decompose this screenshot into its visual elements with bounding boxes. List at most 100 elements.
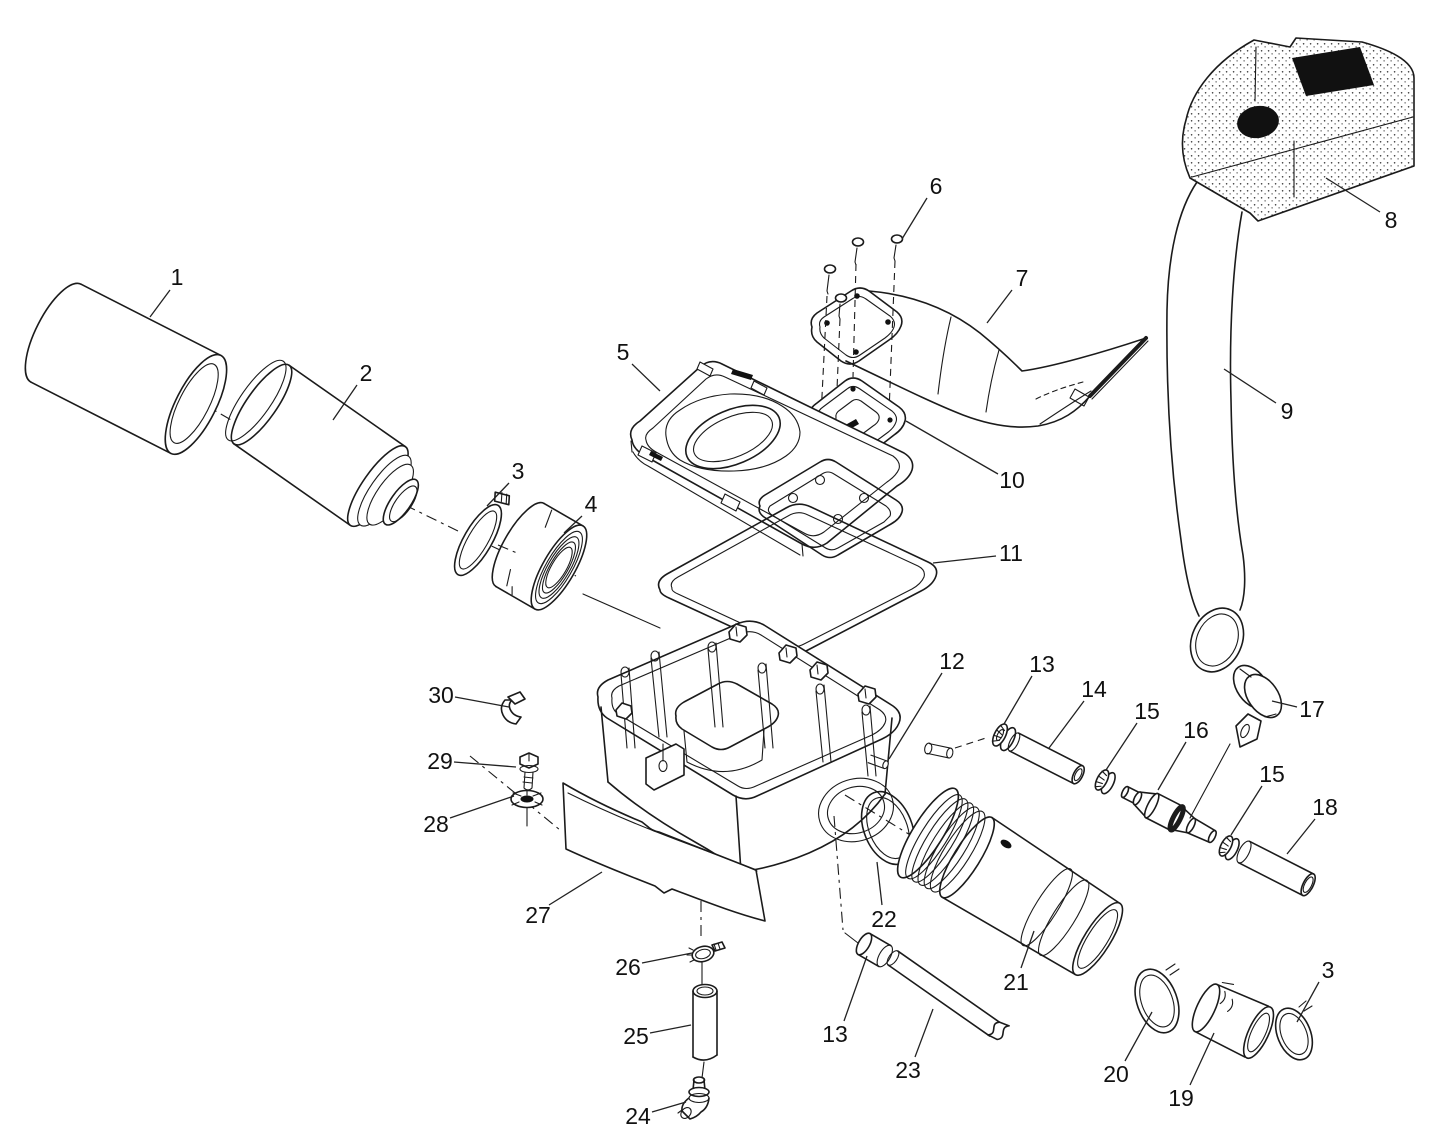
callout-label-19-24: 19	[1168, 1085, 1194, 1111]
part-17-cushion-clamp	[1189, 664, 1283, 819]
callout-leader-28-30	[449, 795, 515, 819]
vent-nipple-icon	[924, 742, 954, 759]
part-19-coupling-sleeve	[1191, 981, 1275, 1060]
callout-label-18-18: 18	[1312, 794, 1338, 820]
callout-label-5-4: 5	[617, 339, 630, 365]
callout-label-16-15: 16	[1183, 717, 1209, 743]
callout-leader-7-6	[986, 289, 1013, 324]
part-28-washer	[510, 789, 544, 827]
callout-leader-22-19	[876, 861, 883, 906]
callout-leader-26-28	[641, 952, 693, 964]
callout-leader-12-11	[888, 672, 943, 760]
part-18-hose	[1236, 840, 1316, 897]
callout-label-26-28: 26	[615, 954, 641, 980]
callout-label-3-25: 3	[1322, 957, 1335, 983]
callout-label-9-8: 9	[1281, 398, 1294, 424]
callout-leader-17-16	[1271, 700, 1298, 708]
part-15-clamp-a	[1094, 769, 1116, 795]
callout-label-8-7: 8	[1385, 207, 1398, 233]
callout-leader-19-24	[1189, 1032, 1215, 1086]
callout-leader-1-0	[149, 289, 171, 318]
callout-leader-3-2	[486, 482, 510, 507]
callout-leader-24-26	[651, 1101, 687, 1113]
callout-leader-16-15	[1157, 741, 1187, 791]
screw-icon	[823, 234, 904, 320]
part-5-airbox-cover	[629, 360, 914, 559]
part-15-clamp-b	[1218, 835, 1240, 861]
callout-leader-25-27	[649, 1024, 692, 1034]
callout-label-15-14: 15	[1134, 698, 1160, 724]
callout-leader-18-18	[1286, 818, 1316, 855]
part-7-intake-duct	[810, 287, 1149, 428]
part-2-filter-element	[225, 359, 420, 528]
callout-leader-30-32	[454, 696, 510, 708]
callout-label-2-1: 2	[360, 360, 373, 386]
callout-label-21-20: 21	[1003, 969, 1029, 995]
part-3-hose-clamp-b	[1274, 1000, 1314, 1061]
callout-leader-5-4	[631, 363, 661, 392]
callout-label-14-13: 14	[1081, 676, 1107, 702]
callout-label-23-22: 23	[895, 1057, 921, 1083]
part-4-threaded-collar	[491, 501, 588, 611]
callout-leader-10-9	[905, 420, 999, 475]
callout-label-4-3: 4	[585, 491, 598, 517]
callout-leader-3-25	[1296, 981, 1320, 1023]
callout-label-11-10: 11	[999, 540, 1023, 566]
callout-leader-6-5	[901, 197, 928, 240]
part-27-splash-shield	[562, 782, 766, 922]
part-13-bushing	[855, 932, 893, 968]
callout-label-3-2: 3	[512, 458, 525, 484]
part-1-intake-tube	[24, 282, 228, 456]
callout-label-27-29: 27	[525, 902, 551, 928]
part-20-clamp-ring	[1134, 963, 1180, 1034]
callout-leader-2-1	[332, 384, 358, 421]
callout-leader-13-21	[843, 955, 868, 1022]
part-26-clamp	[686, 901, 726, 987]
callout-label-22-19: 22	[871, 906, 897, 932]
part-12-airbox-body	[582, 593, 990, 944]
callout-leader-11-10	[932, 555, 997, 564]
callout-label-24-26: 24	[625, 1103, 651, 1129]
callout-leader-21-20	[1020, 930, 1035, 969]
callout-label-13-21: 13	[822, 1021, 848, 1047]
callout-label-7-6: 7	[1016, 265, 1029, 291]
callout-label-28-30: 28	[423, 811, 449, 837]
callout-leader-4-3	[563, 515, 583, 534]
part-24-drain-valve	[677, 1076, 710, 1120]
part-16-fitting	[1120, 785, 1217, 844]
callout-label-6-5: 6	[930, 173, 943, 199]
callout-leader-23-22	[914, 1008, 934, 1058]
part-21-boot	[896, 787, 1124, 977]
callout-leader-15-14	[1105, 722, 1138, 771]
part-8-foam-block	[1181, 37, 1415, 222]
callout-leader-14-13	[1048, 700, 1085, 749]
part-25-drain-hose	[692, 983, 718, 1079]
callout-leader-13-12	[1003, 675, 1033, 725]
part-3-hose-clamp	[453, 491, 511, 577]
callout-label-12-11: 12	[939, 648, 965, 674]
callout-label-20-23: 20	[1103, 1061, 1129, 1087]
callout-label-29-31: 29	[427, 748, 453, 774]
callout-leader-20-23	[1124, 1011, 1153, 1062]
airbox-bracket	[645, 743, 685, 791]
part-9-snorkel-tube	[1166, 181, 1246, 673]
callout-label-30-32: 30	[428, 682, 454, 708]
airbox-rim-tabs	[615, 623, 877, 720]
callout-leader-29-31	[453, 761, 517, 768]
drain-nipple-icon	[867, 754, 889, 770]
part-13-flange-nut	[991, 723, 1017, 752]
callout-label-17-16: 17	[1299, 696, 1325, 722]
part-14-vent-hose	[1007, 732, 1086, 785]
callout-leader-15-17	[1230, 785, 1263, 836]
callout-label-25-27: 25	[623, 1023, 649, 1049]
callout-label-10-9: 10	[999, 467, 1025, 493]
part-23-drain-tube	[886, 950, 1010, 1041]
callout-label-15-17: 15	[1259, 761, 1285, 787]
callout-leader-9-8	[1223, 368, 1277, 404]
callout-label-13-12: 13	[1029, 651, 1055, 677]
callout-leader-8-7	[1325, 177, 1381, 213]
part-30-clip	[500, 691, 526, 725]
callout-label-1-0: 1	[171, 264, 184, 290]
